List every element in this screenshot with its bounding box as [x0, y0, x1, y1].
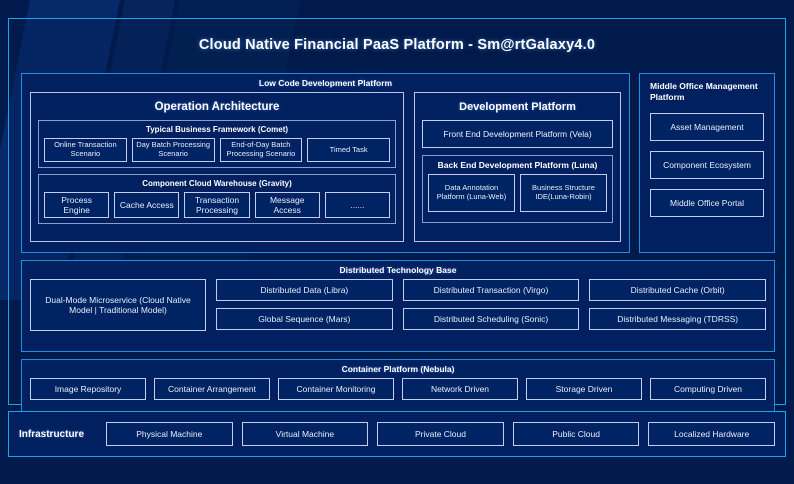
chip-storage-driven[interactable]: Storage Driven [526, 378, 642, 400]
chip-private-cloud[interactable]: Private Cloud [377, 422, 504, 446]
chip-middle-office-portal[interactable]: Middle Office Portal [650, 188, 764, 217]
page-title: Cloud Native Financial PaaS Platform - S… [198, 37, 596, 53]
chip-online-transaction-scenario[interactable]: Online Transaction Scenario [44, 138, 127, 162]
chip-distributed-transaction[interactable]: Distributed Transaction (Virgo) [402, 279, 580, 301]
distributed-technology-base-body: Dual-Mode Microservice (Cloud Native Mod… [22, 279, 774, 339]
chip-distributed-cache[interactable]: Distributed Cache (Orbit) [589, 279, 767, 301]
development-platform-panel: Development Platform Front End Developme… [414, 92, 621, 242]
chip-distributed-scheduling[interactable]: Distributed Scheduling (Sonic) [402, 308, 580, 330]
chip-virtual-machine[interactable]: Virtual Machine [241, 422, 369, 446]
component-cloud-warehouse-group: Component Cloud Warehouse (Gravity) Proc… [38, 174, 396, 224]
chip-asset-management[interactable]: Asset Management [650, 112, 764, 141]
chip-process-engine[interactable]: Process Engine [44, 192, 110, 218]
back-end-development-platform-group: Back End Development Platform (Luna) Dat… [422, 155, 613, 223]
typical-business-framework-title: Typical Business Framework (Comet) [145, 125, 289, 134]
middle-office-title: Middle Office Management Platform [650, 81, 758, 103]
infrastructure-label: Infrastructure [19, 428, 85, 440]
distributed-technology-base-title: Distributed Technology Base [339, 265, 457, 275]
chip-image-repository[interactable]: Image Repository [30, 378, 146, 400]
chip-localized-hardware[interactable]: Localized Hardware [648, 422, 775, 446]
chip-container-arrangement[interactable]: Container Arrangement [154, 378, 270, 400]
operation-architecture-title: Operation Architecture [154, 101, 280, 113]
chip-more-components[interactable]: ...... [324, 192, 391, 218]
dual-mode-microservice-column: Dual-Mode Microservice (Cloud Native Mod… [30, 279, 206, 331]
operation-architecture-panel: Operation Architecture Typical Business … [30, 92, 404, 242]
chip-dual-mode-microservice[interactable]: Dual-Mode Microservice (Cloud Native Mod… [30, 279, 206, 331]
typical-business-framework-items: Online Transaction Scenario Day Batch Pr… [39, 138, 395, 167]
chip-end-of-day-batch-processing-scenario[interactable]: End-of-Day Batch Processing Scenario [219, 138, 303, 162]
chip-data-annotation-platform[interactable]: Data Annotation Platform (Luna-Web) [428, 174, 515, 212]
middle-office-management-platform: Middle Office Management Platform Asset … [639, 73, 775, 253]
typical-business-framework-group: Typical Business Framework (Comet) Onlin… [38, 120, 396, 168]
chip-container-monitoring[interactable]: Container Monitoring [278, 378, 394, 400]
container-platform-items: Image Repository Container Arrangement C… [22, 378, 774, 408]
chip-timed-task[interactable]: Timed Task [307, 138, 390, 162]
low-code-title: Low Code Development Platform [258, 78, 393, 88]
back-end-development-platform-title: Back End Development Platform (Luna) [437, 160, 598, 170]
component-cloud-warehouse-items: Process Engine Cache Access Transaction … [39, 192, 395, 223]
distributed-column-1: Distributed Data (Libra) Global Sequence… [216, 279, 393, 331]
back-end-items: Data Annotation Platform (Luna-Web) Busi… [423, 174, 612, 217]
distributed-technology-base: Distributed Technology Base Dual-Mode Mi… [21, 260, 775, 352]
low-code-development-platform: Low Code Development Platform Operation … [21, 73, 630, 253]
chip-distributed-messaging[interactable]: Distributed Messaging (TDRSS) [589, 308, 767, 330]
chip-business-structure-ide[interactable]: Business Structure IDE(Luna-Robin) [520, 174, 607, 212]
chip-distributed-data[interactable]: Distributed Data (Libra) [216, 279, 393, 301]
chip-cache-access[interactable]: Cache Access [114, 192, 180, 218]
chip-message-access[interactable]: Message Access [254, 192, 320, 218]
low-code-body: Operation Architecture Typical Business … [22, 92, 629, 250]
chip-public-cloud[interactable]: Public Cloud [512, 422, 640, 446]
chip-computing-driven[interactable]: Computing Driven [650, 378, 766, 400]
chip-front-end-development-platform[interactable]: Front End Development Platform (Vela) [422, 120, 613, 148]
development-platform-title: Development Platform [459, 101, 576, 113]
main-platform-panel: Cloud Native Financial PaaS Platform - S… [8, 18, 786, 414]
distributed-column-2: Distributed Transaction (Virgo) Distribu… [402, 279, 580, 331]
chip-network-driven[interactable]: Network Driven [402, 378, 518, 400]
infrastructure-panel: Infrastructure Physical Machine Virtual … [8, 411, 786, 457]
row-low-code-and-middle-office: Low Code Development Platform Operation … [21, 73, 775, 253]
distributed-column-3: Distributed Cache (Orbit) Distributed Me… [589, 279, 767, 331]
chip-physical-machine[interactable]: Physical Machine [106, 422, 233, 446]
chip-component-ecosystem[interactable]: Component Ecosystem [650, 150, 764, 179]
chip-global-sequence[interactable]: Global Sequence (Mars) [216, 308, 393, 330]
chip-day-batch-processing-scenario[interactable]: Day Batch Processing Scenario [131, 138, 215, 162]
container-platform: Container Platform (Nebula) Image Reposi… [21, 359, 775, 414]
container-platform-title: Container Platform (Nebula) [341, 364, 455, 374]
chip-transaction-processing[interactable]: Transaction Processing [184, 192, 250, 218]
component-cloud-warehouse-title: Component Cloud Warehouse (Gravity) [142, 179, 292, 188]
